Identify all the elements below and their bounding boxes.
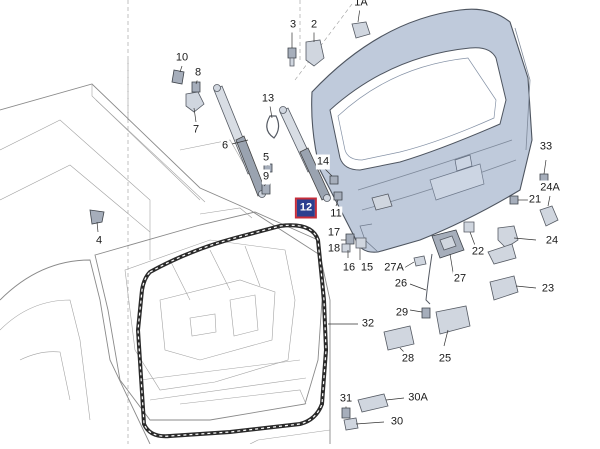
part-number-24[interactable]: 24 — [544, 233, 560, 249]
part-number-10[interactable]: 10 — [174, 50, 190, 66]
part-number-31[interactable]: 31 — [338, 391, 354, 407]
part-number-22[interactable]: 22 — [470, 244, 486, 260]
part-number-30A[interactable]: 30A — [407, 390, 429, 406]
gas-strut-part-12[interactable] — [279, 106, 331, 202]
part-number-24A[interactable]: 24A — [539, 180, 561, 196]
part-number-1A[interactable]: 1A — [353, 0, 369, 11]
tailgate-part-1A[interactable] — [311, 8, 533, 253]
part-number-15[interactable]: 15 — [359, 260, 375, 276]
part-number-21[interactable]: 21 — [527, 192, 543, 208]
part-number-30[interactable]: 30 — [389, 414, 405, 430]
part-number-11[interactable]: 11 — [329, 206, 343, 222]
hardware-parts — [89, 21, 559, 431]
part-number-29[interactable]: 29 — [394, 305, 410, 321]
part-number-18[interactable]: 18 — [326, 241, 342, 257]
part-number-14[interactable]: 14 — [315, 154, 331, 170]
part-number-23[interactable]: 23 — [540, 281, 556, 297]
part-number-4[interactable]: 4 — [94, 233, 104, 249]
part-number-9[interactable]: 9 — [261, 169, 271, 185]
part-number-28[interactable]: 28 — [400, 351, 416, 367]
part-number-8[interactable]: 8 — [193, 65, 203, 81]
vehicle-body — [0, 83, 331, 445]
guide-lines — [127, 0, 356, 444]
part-number-32[interactable]: 32 — [360, 316, 376, 332]
part-number-12-selected[interactable]: 12 — [294, 197, 318, 219]
part-number-25[interactable]: 25 — [437, 351, 453, 367]
part-number-2[interactable]: 2 — [309, 17, 319, 33]
part-number-33[interactable]: 33 — [538, 139, 554, 155]
part-number-6[interactable]: 6 — [220, 138, 230, 154]
part-number-5[interactable]: 5 — [261, 150, 271, 166]
part-number-3[interactable]: 3 — [288, 17, 298, 33]
part-number-27[interactable]: 27 — [452, 271, 468, 287]
part-number-17[interactable]: 17 — [326, 225, 342, 241]
part-number-7[interactable]: 7 — [191, 122, 201, 138]
part-number-16[interactable]: 16 — [341, 260, 357, 276]
part-number-26[interactable]: 26 — [393, 276, 409, 292]
door-seal-part-32[interactable] — [135, 223, 329, 439]
part-number-13[interactable]: 13 — [260, 91, 276, 107]
part-number-27A[interactable]: 27A — [383, 260, 405, 276]
